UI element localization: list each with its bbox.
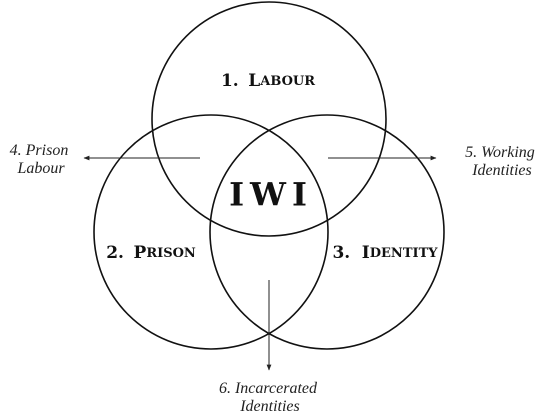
overlap-label-prison-labour: 4. Prison Labour (10, 142, 73, 177)
circle-labour (151, 1, 387, 237)
set-label-identity: 3. IDENTITY (332, 243, 438, 263)
set-label-labour: 1. LABOUR (221, 71, 315, 91)
circle-prison (93, 114, 329, 350)
set-label-prison: 2. PRISON (106, 243, 196, 263)
circle-identity (209, 114, 445, 350)
overlap-label-working-identities: 5. Working Identities (465, 144, 539, 179)
center-label-iwi: IWI (229, 176, 313, 214)
overlap-label-incarcerated-identities: 6. Incarcerated Identities (219, 380, 321, 415)
